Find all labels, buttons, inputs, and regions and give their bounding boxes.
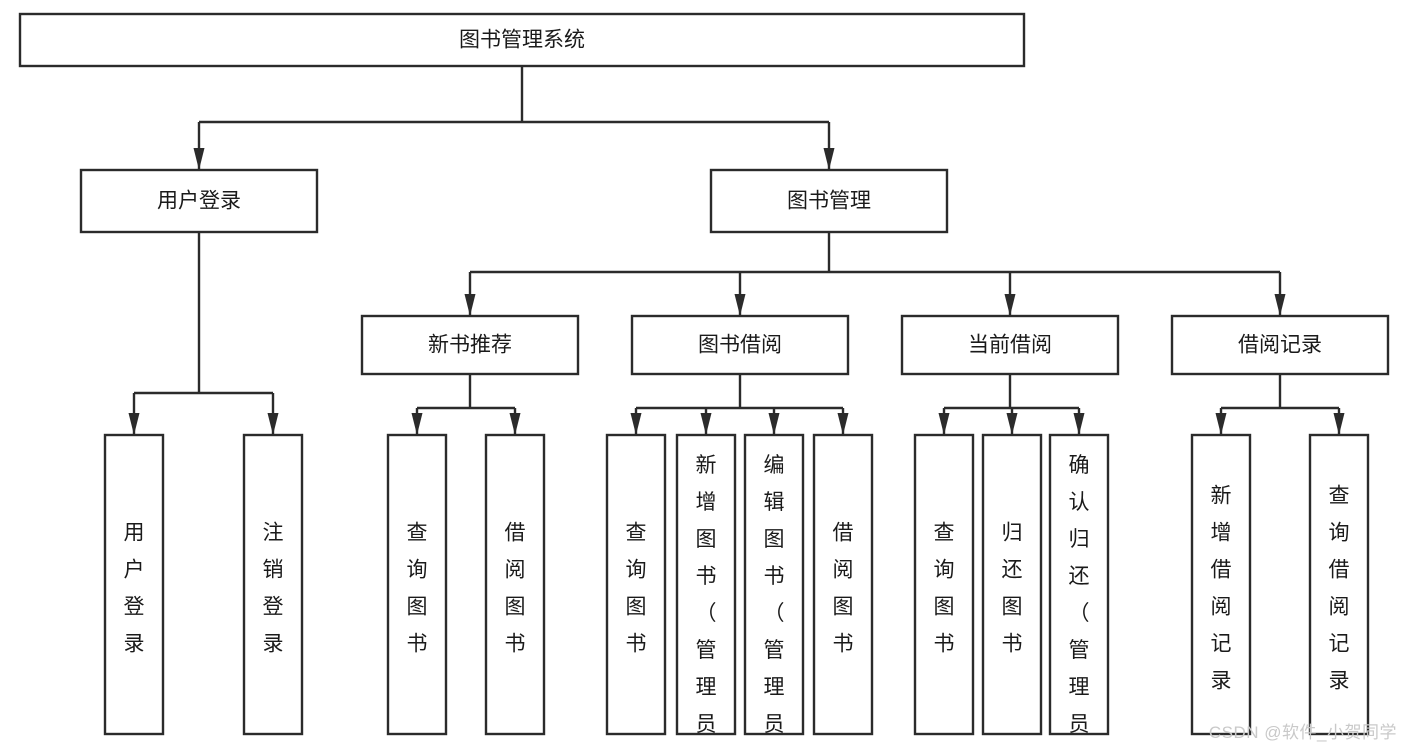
node-book-borrow-label: 图书借阅 [698,334,782,357]
node-borrow-record[interactable]: 借阅记录 [1170,314,1390,376]
node-leaf-add-borrow-record-box[interactable] [1190,433,1252,736]
node-leaf-user-login-label: 用户登录 [124,521,145,655]
conn-book-manage-arrow-3 [1274,294,1286,316]
node-leaf-return-book-label: 归还图书 [1002,521,1023,655]
conn-new-book-recommend-arrow-0 [411,413,423,435]
node-leaf-query-book-2-box[interactable] [605,433,667,736]
conn-user-login-arrow-1 [267,413,279,435]
node-leaf-query-borrow-record-box[interactable] [1308,433,1370,736]
node-book-manage[interactable]: 图书管理 [709,168,949,234]
node-leaf-edit-book-admin-box[interactable] [743,433,805,736]
node-leaf-add-book-admin-label: 新增图书（管理员） [696,454,717,747]
conn-current-borrow-arrow-2 [1073,413,1085,435]
node-leaf-query-borrow-record[interactable]: 查询借阅记录 [1308,433,1370,736]
node-leaf-query-borrow-record-label: 查询借阅记录 [1329,484,1350,692]
node-user-login-label: 用户登录 [157,190,241,213]
node-leaf-user-logout-box[interactable] [242,433,304,736]
conn-borrow-record-arrow-1 [1333,413,1345,435]
node-user-login-box[interactable] [79,168,319,234]
node-leaf-query-book-1-label: 查询图书 [407,521,428,655]
node-root-box[interactable] [18,12,1026,68]
node-leaf-add-borrow-record[interactable]: 新增借阅记录 [1190,433,1252,736]
node-leaf-user-logout[interactable]: 注销登录 [242,433,304,736]
node-leaf-confirm-return-admin-label: 确认归还（管理员） [1069,454,1090,747]
nodes-layer: 图书管理系统用户登录图书管理新书推荐图书借阅当前借阅借阅记录用户登录注销登录查询… [18,12,1390,747]
node-new-book-recommend[interactable]: 新书推荐 [360,314,580,376]
node-leaf-borrow-book-2-label: 借阅图书 [833,521,854,655]
node-leaf-borrow-book-1-label: 借阅图书 [505,521,526,655]
node-book-manage-label: 图书管理 [787,190,871,213]
conn-current-borrow-arrow-1 [1006,413,1018,435]
conn-book-borrow-arrow-1 [700,413,712,435]
node-new-book-recommend-box[interactable] [360,314,580,376]
node-current-borrow-box[interactable] [900,314,1120,376]
conn-current-borrow-arrow-0 [938,413,950,435]
node-leaf-user-login-box[interactable] [103,433,165,736]
node-leaf-borrow-book-2-box[interactable] [812,433,874,736]
node-leaf-query-book-1-box[interactable] [386,433,448,736]
node-leaf-query-book-3-label: 查询图书 [934,521,955,655]
node-leaf-edit-book-admin[interactable]: 编辑图书（管理员） [743,433,805,747]
connectors-layer [128,66,1345,435]
conn-root-arrow-0 [193,148,205,170]
node-current-borrow-label: 当前借阅 [968,334,1052,357]
conn-book-borrow-arrow-0 [630,413,642,435]
node-leaf-query-book-2[interactable]: 查询图书 [605,433,667,736]
watermark-label: CSDN @软件_小贺同学 [1208,723,1397,742]
node-leaf-borrow-book-2[interactable]: 借阅图书 [812,433,874,736]
node-book-manage-box[interactable] [709,168,949,234]
node-root-label: 图书管理系统 [459,29,585,52]
conn-book-manage-arrow-0 [464,294,476,316]
node-leaf-return-book-box[interactable] [981,433,1043,736]
conn-new-book-recommend-arrow-1 [509,413,521,435]
node-leaf-query-book-2-label: 查询图书 [626,521,647,655]
conn-root-arrow-1 [823,148,835,170]
node-leaf-add-book-admin-box[interactable] [675,433,737,736]
node-leaf-add-borrow-record-label: 新增借阅记录 [1211,484,1232,692]
conn-book-manage-arrow-1 [734,294,746,316]
node-user-login[interactable]: 用户登录 [79,168,319,234]
node-root[interactable]: 图书管理系统 [18,12,1026,68]
node-current-borrow[interactable]: 当前借阅 [900,314,1120,376]
conn-book-manage-arrow-2 [1004,294,1016,316]
node-leaf-borrow-book-1-box[interactable] [484,433,546,736]
conn-book-borrow-arrow-3 [837,413,849,435]
node-leaf-edit-book-admin-label: 编辑图书（管理员） [764,454,785,747]
node-leaf-user-login[interactable]: 用户登录 [103,433,165,736]
node-leaf-query-book-3[interactable]: 查询图书 [913,433,975,736]
conn-borrow-record-arrow-0 [1215,413,1227,435]
node-leaf-return-book[interactable]: 归还图书 [981,433,1043,736]
conn-user-login-arrow-0 [128,413,140,435]
node-leaf-confirm-return-admin-box[interactable] [1048,433,1110,736]
node-leaf-borrow-book-1[interactable]: 借阅图书 [484,433,546,736]
node-new-book-recommend-label: 新书推荐 [428,334,512,357]
node-borrow-record-label: 借阅记录 [1238,334,1322,357]
node-leaf-user-logout-label: 注销登录 [263,521,284,655]
node-leaf-query-book-1[interactable]: 查询图书 [386,433,448,736]
node-book-borrow[interactable]: 图书借阅 [630,314,850,376]
conn-book-borrow-arrow-2 [768,413,780,435]
node-book-borrow-box[interactable] [630,314,850,376]
node-leaf-add-book-admin[interactable]: 新增图书（管理员） [675,433,737,747]
node-borrow-record-box[interactable] [1170,314,1390,376]
node-leaf-query-book-3-box[interactable] [913,433,975,736]
node-leaf-confirm-return-admin[interactable]: 确认归还（管理员） [1048,433,1110,747]
